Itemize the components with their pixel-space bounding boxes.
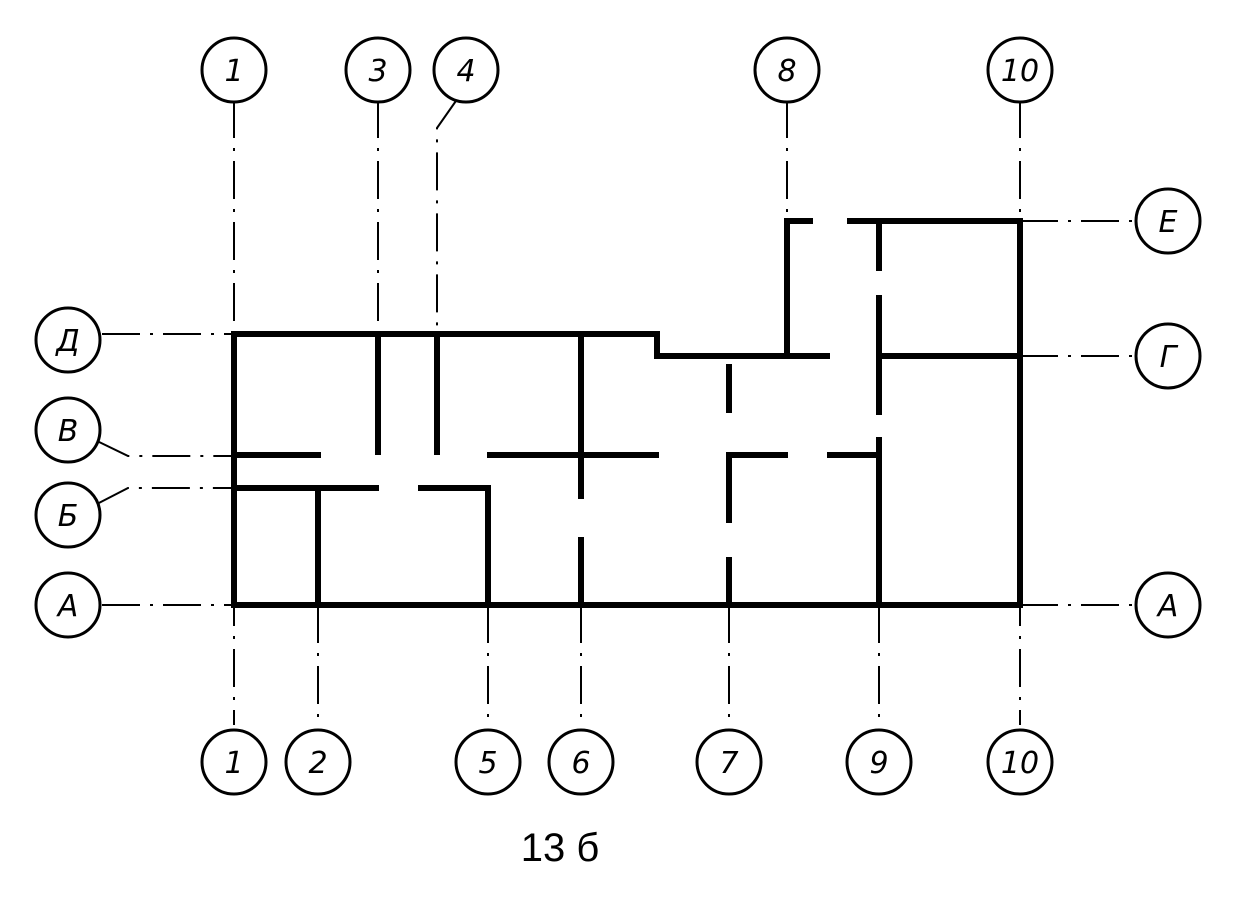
axis-bubble xyxy=(200,36,268,104)
axis-label: 9 xyxy=(869,746,888,781)
axis-bubble xyxy=(845,728,913,796)
axis-label: Г xyxy=(1160,340,1179,375)
right-axis-markers: Е Г А xyxy=(1134,187,1202,639)
axis-label: Е xyxy=(1159,205,1178,240)
axis-bubble xyxy=(547,728,615,796)
top-axis-markers: 1 3 4 8 10 xyxy=(200,36,1054,104)
wall xyxy=(726,452,788,478)
axis-bubble xyxy=(986,36,1054,104)
axis-line-4 xyxy=(436,97,459,335)
axis-label: 6 xyxy=(571,746,590,781)
walls xyxy=(231,218,1023,608)
axis-bubble xyxy=(34,481,102,549)
axis-label: А xyxy=(1156,589,1179,624)
axis-label: Д xyxy=(54,324,79,359)
axis-bubble xyxy=(986,728,1054,796)
axis-label: А xyxy=(56,589,79,624)
left-axis-markers: Д В Б А xyxy=(34,306,102,639)
axis-label: 7 xyxy=(719,746,738,781)
wall xyxy=(231,331,830,359)
axis-label: 2 xyxy=(308,746,327,781)
bottom-axis-markers: 1 2 5 6 7 9 10 xyxy=(200,728,1054,796)
axis-label: Б xyxy=(58,499,79,534)
axis-line-B xyxy=(94,487,234,506)
axis-bubble xyxy=(432,36,500,104)
axis-label: 10 xyxy=(1001,54,1039,89)
axis-label: В xyxy=(58,414,79,449)
axis-lines xyxy=(94,97,1136,725)
figure-caption: 13 б xyxy=(520,826,600,870)
axis-label: 8 xyxy=(777,54,796,89)
wall xyxy=(784,218,813,359)
axis-bubble xyxy=(753,36,821,104)
axis-bubble xyxy=(34,396,102,464)
axis-label: 4 xyxy=(456,54,475,89)
axis-bubble xyxy=(34,571,102,639)
axis-label: 1 xyxy=(224,54,243,89)
axis-bubble xyxy=(284,728,352,796)
axis-label: 3 xyxy=(368,54,387,89)
axis-bubble xyxy=(1134,187,1202,255)
wall xyxy=(418,485,491,608)
axis-line-V xyxy=(94,439,234,457)
axis-bubble xyxy=(200,728,268,796)
axis-bubble xyxy=(454,728,522,796)
axis-bubble xyxy=(34,306,102,374)
axis-bubble xyxy=(1134,322,1202,390)
axis-label: 1 xyxy=(224,746,243,781)
axis-label: 10 xyxy=(1001,746,1039,781)
axis-bubble xyxy=(695,728,763,796)
axis-bubble xyxy=(1134,571,1202,639)
axis-label: 5 xyxy=(478,746,497,781)
axis-bubble xyxy=(344,36,412,104)
